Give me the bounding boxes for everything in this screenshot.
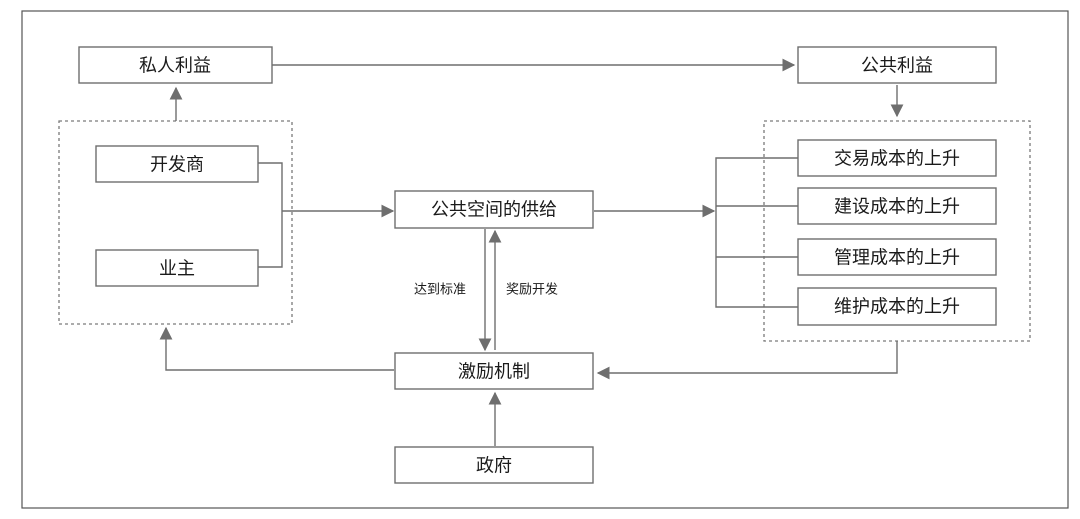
node-label: 公共空间的供给 xyxy=(431,200,557,221)
outer-frame xyxy=(21,10,1069,509)
node-label: 激励机制 xyxy=(458,362,530,383)
edge-label-meet-standard: 达到标准 xyxy=(414,283,466,298)
node-owner: 业主 xyxy=(95,249,259,287)
node-label: 政府 xyxy=(476,456,512,477)
node-transaction-cost: 交易成本的上升 xyxy=(797,139,997,177)
arrow-incentive-to-stakeholders xyxy=(159,326,394,371)
edge-label-reward-development: 奖励开发 xyxy=(506,282,558,298)
node-label: 业主 xyxy=(159,259,195,280)
node-construction-cost: 建设成本的上升 xyxy=(797,187,997,225)
node-maintenance-cost: 维护成本的上升 xyxy=(797,287,997,326)
node-label: 维护成本的上升 xyxy=(834,297,960,318)
node-public-space-supply: 公共空间的供给 xyxy=(394,190,594,229)
node-incentive-mechanism: 激励机制 xyxy=(394,352,594,390)
node-management-cost: 管理成本的上升 xyxy=(797,238,997,276)
node-label: 私人利益 xyxy=(139,56,211,77)
node-label: 管理成本的上升 xyxy=(834,248,960,269)
node-public-interest: 公共利益 xyxy=(797,46,997,84)
node-label: 交易成本的上升 xyxy=(834,149,960,170)
node-government: 政府 xyxy=(394,446,594,484)
connectors xyxy=(258,157,798,308)
node-developer: 开发商 xyxy=(95,145,259,183)
node-label: 开发商 xyxy=(150,155,204,176)
arrow-costs-to-incentive xyxy=(596,341,898,380)
node-private-interest: 私人利益 xyxy=(78,46,273,84)
arrows xyxy=(159,58,904,446)
node-label: 公共利益 xyxy=(861,56,933,77)
node-label: 建设成本的上升 xyxy=(834,197,960,218)
